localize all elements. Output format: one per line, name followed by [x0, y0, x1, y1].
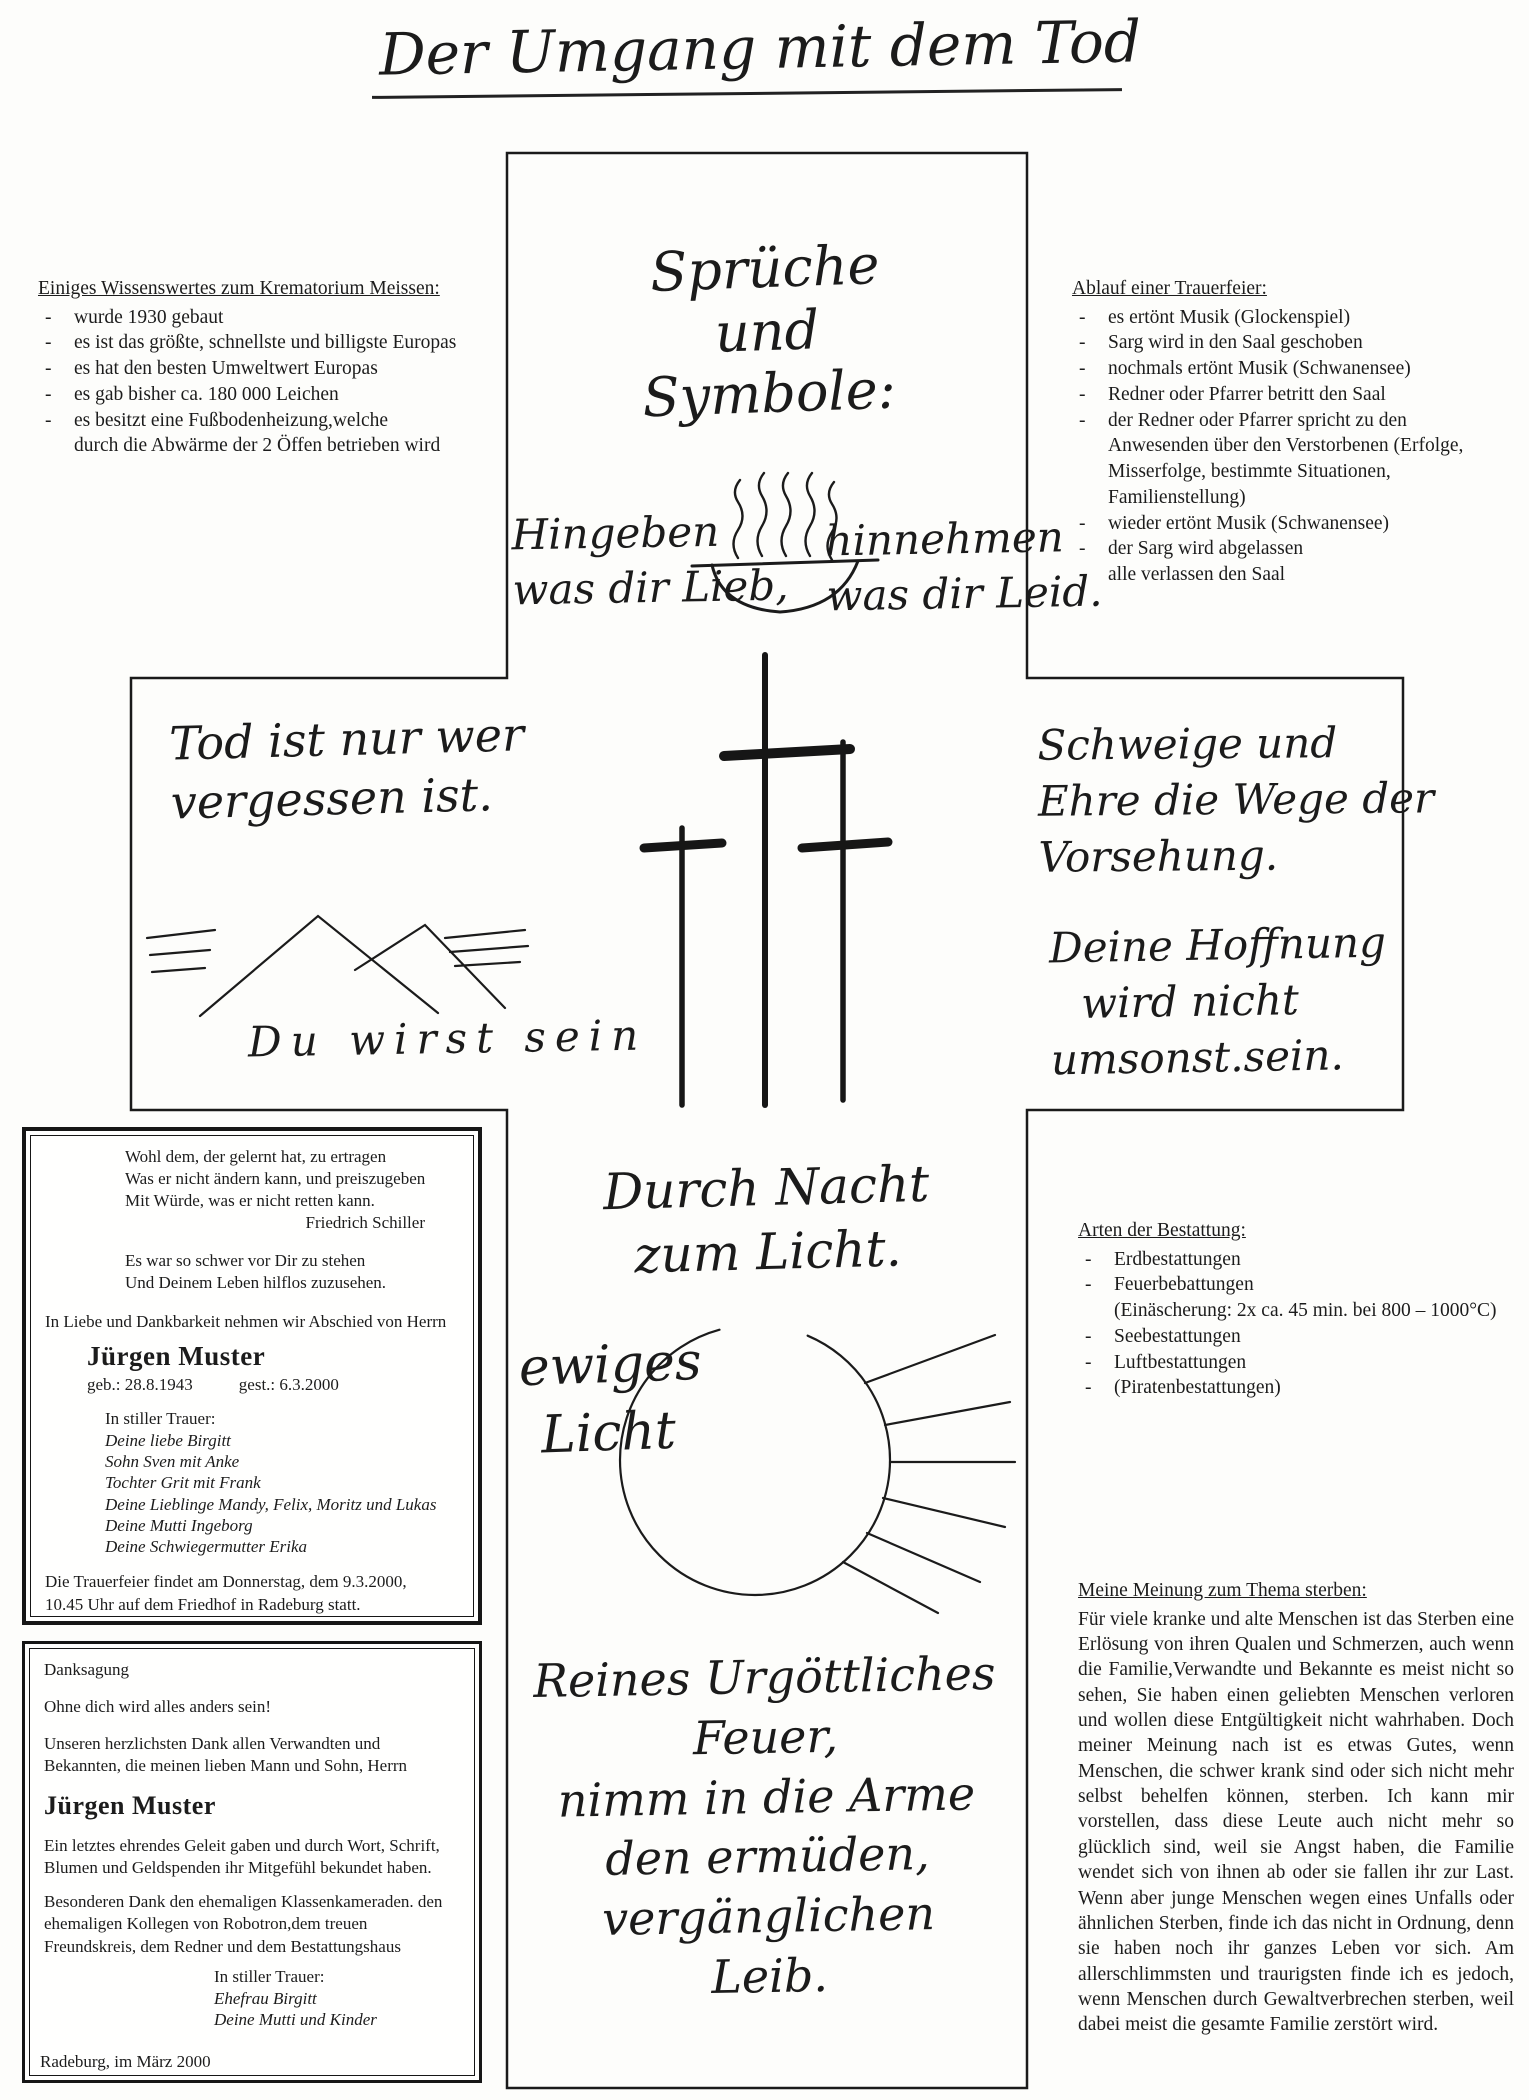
mourner: Deine Mutti und Kinder [214, 2009, 377, 2029]
handwritten-line: nimm in die Arme [557, 1765, 976, 1828]
poem-author: Friedrich Schiller [305, 1213, 425, 1233]
trauerfeier-item: Redner oder Pfarrer betritt den Saal [1072, 382, 1482, 408]
mourner: Deine Mutti Ingeborg [105, 1515, 253, 1535]
trauerfeier-item: alle verlassen den Saal [1072, 562, 1482, 588]
krematorium-info-section: Einiges Wissenswertes zum Krematorium Me… [38, 276, 538, 459]
handwritten-line: Vorsehung. [1038, 830, 1279, 882]
handwritten-line: wird nicht [1080, 974, 1300, 1028]
obituary-intro: In Liebe und Dankbarkeit nehmen wir Absc… [45, 1311, 447, 1331]
mourning-label: In stiller Trauer: [105, 1408, 216, 1428]
handwritten-line: Hingeben [511, 506, 720, 560]
meinung-text: Für viele kranke und alte Menschen ist d… [1078, 1608, 1514, 2036]
verse-line: Es war so schwer vor Dir zu stehen [125, 1251, 366, 1271]
birth-date: geb.: 28.8.1943 [87, 1374, 193, 1394]
funeral-info-line: Die Trauerfeier findet am Donnerstag, de… [45, 1572, 407, 1592]
trauerfeier-item: der Sarg wird abgelassen [1072, 536, 1482, 562]
mourning-label: In stiller Trauer: [214, 1966, 325, 1986]
deceased-name: Jürgen Muster [44, 1791, 216, 1821]
handwritten-line: den ermüden, [604, 1826, 931, 1887]
ewiges-licht-caption: ewiges Licht [518, 1329, 705, 1470]
bestattung-item: Seebestattungen [1078, 1324, 1508, 1350]
trauerfeier-item: nochmals ertönt Musik (Schwanensee) [1072, 356, 1482, 382]
trauerfeier-item: wieder ertönt Musik (Schwanensee) [1072, 511, 1482, 537]
bowl-quote-left: Hingeben was dir Lieb, [511, 504, 789, 618]
krematorium-item: wurde 1930 gebaut [38, 305, 538, 331]
danksagung-box: Danksagung Ohne dich wird alles anders s… [22, 1641, 482, 2083]
bestattung-item: Feuerbebattungen [1078, 1272, 1508, 1298]
handwritten-line: vergessen ist. [170, 767, 494, 830]
mourner: Sohn Sven mit Anke [105, 1452, 240, 1472]
feuer-quote: Reines Urgöttliches Feuer, nimm in die A… [504, 1643, 1030, 2011]
krematorium-item: es ist das größte, schnellste und billig… [38, 330, 538, 356]
obituary-content: Wohl dem, der gelernt hat, zu ertragen W… [30, 1135, 474, 1617]
smoking-bowl-drawing [690, 471, 880, 614]
krematorium-item-continuation: durch die Abwärme der 2 Öffen betrieben … [74, 435, 441, 457]
bestattung-item: Erdbestattungen [1078, 1247, 1508, 1273]
sprueche-symbole-heading: Sprüche und Symbole: [504, 229, 1030, 435]
trauerfeier-section: Ablauf einer Trauerfeier: es ertönt Musi… [1072, 276, 1482, 588]
danksagung-heading: Danksagung [44, 1660, 129, 1679]
schweige-quote: Schweige und Ehre die Wege der Vorsehung… [1037, 714, 1434, 885]
trauerfeier-heading: Ablauf einer Trauerfeier: [1072, 278, 1267, 299]
handwritten-line: Schweige und [1037, 718, 1338, 770]
mourner: Tochter Grit mit Frank [105, 1473, 261, 1493]
mourner: Deine Schwiegermutter Erika [105, 1537, 308, 1557]
bestattung-item: Luftbestattungen [1078, 1350, 1508, 1376]
meinung-heading: Meine Meinung zum Thema sterben: [1078, 1580, 1367, 1601]
handwritten-line: Deine Hoffnung [1048, 917, 1387, 973]
krematorium-item: es hat den besten Umweltwert Europas [38, 356, 538, 382]
krematorium-item: es gab bisher ca. 180 000 Leichen [38, 382, 538, 408]
hoffnung-quote: Deine Hoffnung wird nicht umsonst.sein. [1048, 916, 1387, 1088]
obituary-box: Wohl dem, der gelernt hat, zu ertragen W… [22, 1127, 482, 1625]
handwritten-line: Licht [540, 1400, 677, 1466]
meinung-section: Meine Meinung zum Thema sterben: Für vie… [1078, 1578, 1514, 2038]
bestattung-item: (Piratenbestattungen) [1078, 1375, 1508, 1401]
tod-quote: Tod ist nur wer vergessen ist. [169, 705, 527, 832]
danksagung-paragraph: Unseren herzlichsten Dank allen Verwandt… [44, 1734, 408, 1776]
handwritten-line: Ehre die Wege der [1037, 773, 1435, 826]
handwritten-line: hinnehmen [825, 512, 1065, 566]
handwritten-line: was dir Lieb, [512, 560, 789, 614]
bestattung-heading: Arten der Bestattung: [1078, 1220, 1246, 1241]
krematorium-item: es besitzt eine Fußbodenheizung,welche [38, 408, 538, 434]
bowl-quote-right: hinnehmen was dir Leid. [825, 510, 1103, 624]
handwritten-line: was dir Leid. [826, 566, 1103, 620]
handwritten-line: umsonst.sein. [1050, 1030, 1345, 1085]
verse-line: Und Deinem Leben hilflos zuzusehen. [125, 1273, 387, 1293]
trauerfeier-item: Sarg wird in den Saal geschoben [1072, 330, 1482, 356]
handwritten-line: Reines Urgöttliches [532, 1645, 996, 1709]
krematorium-heading: Einiges Wissenswertes zum Krematorium Me… [38, 278, 440, 299]
handwritten-line: Leib. [710, 1947, 829, 2004]
danksagung-footer: Radeburg, im März 2000 [40, 2051, 211, 2071]
mourner: Deine liebe Birgitt [105, 1430, 231, 1450]
mourner: Deine Lieblinge Mandy, Felix, Moritz und… [105, 1494, 437, 1514]
danksagung-content: Danksagung Ohne dich wird alles anders s… [29, 1648, 475, 2076]
danksagung-paragraph: Ein letztes ehrendes Geleit gaben und du… [44, 1836, 440, 1878]
handwritten-line: Feuer, [692, 1708, 839, 1766]
sun-drawing [618, 1323, 1017, 1615]
danksagung-paragraph: Besonderen Dank den ehemaligen Klassenka… [44, 1892, 443, 1956]
durch-nacht-quote: Durch Nacht zum Licht. [505, 1149, 1028, 1291]
funeral-info-line: 10.45 Uhr auf dem Friedhof in Radeburg s… [45, 1594, 361, 1614]
mountain-caption: Du wirst sein [247, 1010, 648, 1067]
mourner: Ehefrau Birgitt [214, 1988, 317, 2008]
poem-line: Wohl dem, der gelernt hat, zu ertragen [125, 1147, 387, 1166]
mountains-drawing [145, 914, 530, 1018]
handwritten-line: ewiges [517, 1331, 703, 1399]
poem-line: Was er nicht ändern kann, und preiszugeb… [125, 1169, 426, 1189]
trauerfeier-item: es ertönt Musik (Glockenspiel) [1072, 305, 1482, 331]
bestattung-section: Arten der Bestattung: Erdbestattungen Fe… [1078, 1218, 1508, 1401]
deceased-name: Jürgen Muster [87, 1340, 266, 1371]
poem-line: Mit Würde, was er nicht retten kann. [125, 1191, 375, 1211]
bestattung-item-note: (Einäscherung: 2x ca. 45 min. bei 800 – … [1114, 1300, 1497, 1322]
handwritten-line: vergänglichen [601, 1886, 936, 1947]
three-crosses-drawing [639, 652, 893, 1108]
handwritten-line: Tod ist nur wer [168, 707, 525, 771]
death-date: gest.: 6.3.2000 [238, 1374, 339, 1394]
trauerfeier-item: der Redner oder Pfarrer spricht zu den A… [1072, 408, 1482, 511]
danksagung-line: Ohne dich wird alles anders sein! [44, 1697, 272, 1717]
